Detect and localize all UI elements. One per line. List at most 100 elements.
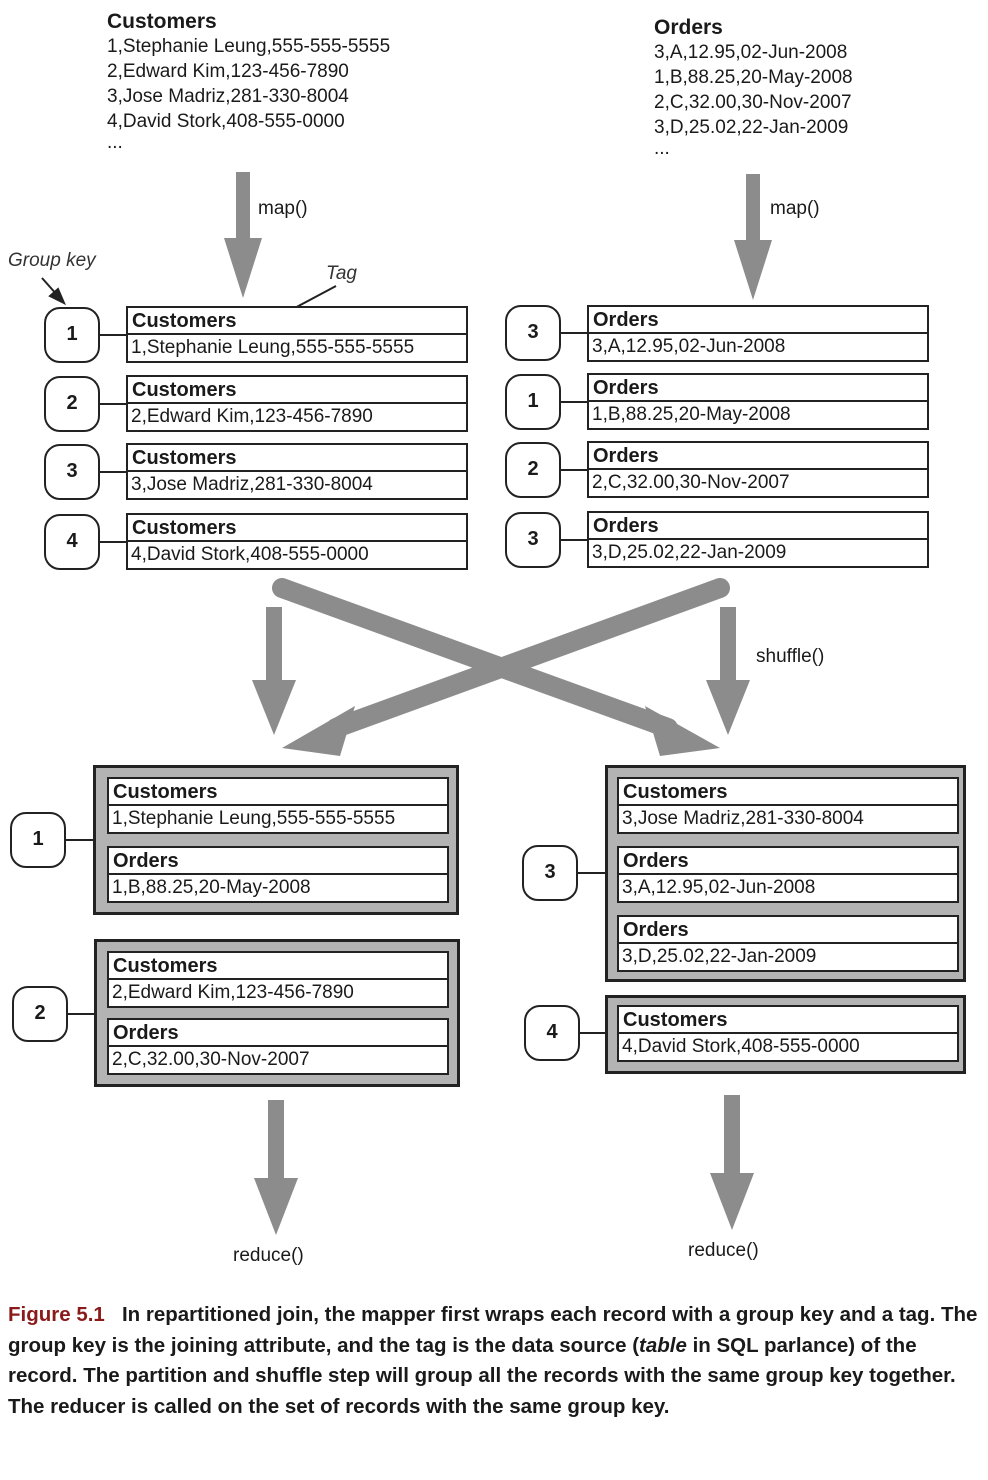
grouped-record: Orders 3,A,12.95,02-Jun-2008 — [617, 846, 959, 903]
orders-source-line: 2,C,32.00,30-Nov-2007 — [654, 92, 852, 113]
record-value: 1,B,88.25,20-May-2008 — [592, 404, 791, 425]
record-tag: Customers — [109, 953, 447, 980]
shuffle-cross-left-to-right — [272, 578, 678, 738]
grouped-record: Orders 1,B,88.25,20-May-2008 — [107, 846, 449, 903]
caption-text: in SQL parlance) of the record. The part… — [8, 1333, 956, 1418]
customers-source: Customers 1,Stephanie Leung,555-555-5555… — [107, 10, 390, 152]
record-tag: Orders — [589, 443, 927, 470]
record-value: 4,David Stork,408-555-0000 — [131, 544, 369, 565]
record-tag: Customers — [109, 779, 447, 806]
reduce-group: Customers 3,Jose Madriz,281-330-8004 Ord… — [605, 765, 966, 982]
group-key-badge: 3 — [505, 305, 561, 361]
record-tag: Orders — [109, 1020, 447, 1047]
record-tag: Customers — [128, 445, 466, 472]
record-tag: Orders — [619, 917, 957, 944]
orders-source-line: 3,A,12.95,02-Jun-2008 — [654, 42, 848, 63]
group-key-pointer-head — [48, 287, 66, 306]
record-value: 3,Jose Madriz,281-330-8004 — [622, 808, 864, 829]
customers-source-line: 2,Edward Kim,123-456-7890 — [107, 61, 349, 82]
record-value: 4,David Stork,408-555-0000 — [622, 1036, 860, 1057]
grouped-record: Orders 3,D,25.02,22-Jan-2009 — [617, 915, 959, 972]
map-arrow-left — [224, 172, 262, 298]
group-key-badge: 2 — [44, 376, 100, 432]
record-tag: Customers — [128, 308, 466, 335]
shuffle-cross-head-right — [645, 706, 720, 756]
record-value: 2,Edward Kim,123-456-7890 — [112, 982, 354, 1003]
reduce-group: Customers 2,Edward Kim,123-456-7890 Orde… — [94, 939, 460, 1087]
customers-source-line: 3,Jose Madriz,281-330-8004 — [107, 86, 349, 107]
reduce-label-left: reduce() — [233, 1245, 304, 1266]
group-key-badge: 2 — [12, 986, 68, 1042]
grouped-record: Customers 2,Edward Kim,123-456-7890 — [107, 951, 449, 1008]
reduce-arrow-right — [710, 1095, 754, 1230]
orders-source-line: 3,D,25.02,22-Jan-2009 — [654, 117, 849, 138]
shuffle-label: shuffle() — [756, 646, 825, 667]
group-key-badge: 1 — [505, 374, 561, 430]
mapped-customer-record: Customers 4,David Stork,408-555-0000 — [126, 513, 468, 570]
grouped-record: Customers 1,Stephanie Leung,555-555-5555 — [107, 777, 449, 834]
shuffle-arrow-right-down — [706, 607, 750, 735]
orders-source-title: Orders — [654, 16, 723, 39]
group-key-badge: 4 — [524, 1005, 580, 1061]
group-key-badge: 3 — [522, 845, 578, 901]
group-key-badge: 1 — [44, 307, 100, 363]
caption-italic: table — [639, 1333, 687, 1357]
record-tag: Customers — [128, 377, 466, 404]
map-arrow-right — [734, 174, 772, 300]
record-value: 2,C,32.00,30-Nov-2007 — [592, 472, 790, 493]
tag-annotation: Tag — [326, 263, 357, 284]
record-tag: Orders — [589, 375, 927, 402]
group-key-badge: 1 — [10, 812, 66, 868]
record-value: 3,A,12.95,02-Jun-2008 — [592, 336, 786, 357]
record-tag: Orders — [589, 513, 927, 540]
shuffle-cross-head-left — [282, 706, 355, 756]
record-value: 3,D,25.02,22-Jan-2009 — [622, 946, 817, 967]
record-value: 1,Stephanie Leung,555-555-5555 — [131, 337, 415, 358]
mapped-customer-record: Customers 2,Edward Kim,123-456-7890 — [126, 375, 468, 432]
customers-source-ellipsis: ... — [107, 132, 123, 153]
group-key-badge: 3 — [505, 512, 561, 568]
mapped-customer-record: Customers 3,Jose Madriz,281-330-8004 — [126, 443, 468, 500]
shuffle-arrow-left-down — [252, 607, 296, 735]
grouped-record: Orders 2,C,32.00,30-Nov-2007 — [107, 1018, 449, 1075]
orders-source: Orders 3,A,12.95,02-Jun-2008 1,B,88.25,2… — [654, 16, 853, 158]
group-key-badge: 4 — [44, 514, 100, 570]
record-value: 2,Edward Kim,123-456-7890 — [131, 406, 373, 427]
record-tag: Orders — [589, 307, 927, 334]
caption-text: In repartitioned join, the mapper first … — [8, 1303, 978, 1357]
map-label-left: map() — [258, 198, 308, 219]
group-key-badge: 2 — [505, 442, 561, 498]
reduce-group: Customers 1,Stephanie Leung,555-555-5555… — [93, 765, 459, 915]
record-value: 3,D,25.02,22-Jan-2009 — [592, 542, 787, 563]
record-tag: Customers — [619, 779, 957, 806]
record-value: 3,Jose Madriz,281-330-8004 — [131, 474, 373, 495]
record-tag: Orders — [619, 848, 957, 875]
grouped-record: Customers 3,Jose Madriz,281-330-8004 — [617, 777, 959, 834]
figure-number: Figure 5.1 — [8, 1303, 105, 1326]
customers-source-line: 1,Stephanie Leung,555-555-5555 — [107, 36, 391, 57]
figure-caption: Figure 5.1 In repartitioned join, the ma… — [8, 1300, 983, 1422]
mapped-order-record: Orders 2,C,32.00,30-Nov-2007 — [587, 441, 929, 498]
record-value: 1,Stephanie Leung,555-555-5555 — [112, 808, 396, 829]
record-tag: Orders — [109, 848, 447, 875]
customers-source-line: 4,David Stork,408-555-0000 — [107, 111, 345, 132]
mapped-customer-record: Customers 1,Stephanie Leung,555-555-5555 — [126, 306, 468, 363]
orders-source-line: 1,B,88.25,20-May-2008 — [654, 67, 853, 88]
record-value: 1,B,88.25,20-May-2008 — [112, 877, 311, 898]
record-tag: Customers — [619, 1007, 957, 1034]
record-tag: Customers — [128, 515, 466, 542]
reduce-group: Customers 4,David Stork,408-555-0000 — [605, 995, 966, 1074]
record-value: 3,A,12.95,02-Jun-2008 — [622, 877, 816, 898]
mapped-order-record: Orders 3,D,25.02,22-Jan-2009 — [587, 511, 929, 568]
mapped-order-record: Orders 3,A,12.95,02-Jun-2008 — [587, 305, 929, 362]
orders-source-ellipsis: ... — [654, 138, 670, 159]
grouped-record: Customers 4,David Stork,408-555-0000 — [617, 1005, 959, 1062]
shuffle-cross-right-to-left — [326, 578, 730, 738]
customers-source-title: Customers — [107, 10, 217, 33]
map-label-right: map() — [770, 198, 820, 219]
reduce-label-right: reduce() — [688, 1240, 759, 1261]
record-value: 2,C,32.00,30-Nov-2007 — [112, 1049, 310, 1070]
group-key-badge: 3 — [44, 444, 100, 500]
group-key-annotation: Group key — [8, 250, 96, 271]
